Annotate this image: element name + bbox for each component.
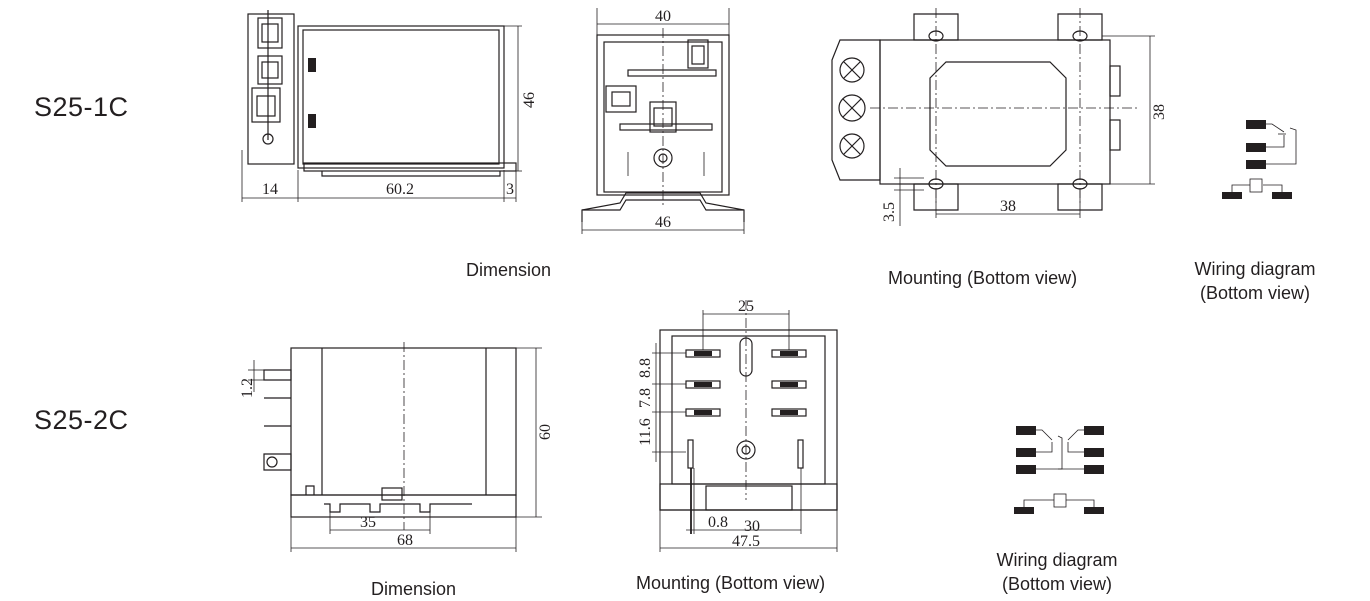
s25-1c-side-view: 46 14 60.2 3 (241, 10, 538, 202)
s25-2c-bottom-view: 25 8.8 7.8 11.6 0.8 30 47.5 (637, 298, 838, 552)
dimension-caption-2c: Dimension (371, 579, 457, 599)
s25-1c-front-dim-top: 40 (655, 8, 671, 25)
s25-2c-bottom-dim-total: 47.5 (732, 533, 760, 550)
s25-1c-front-dim-bottom: 46 (655, 214, 671, 231)
s25-1c-side-dim-length: 60.2 (386, 181, 414, 198)
s25-2c-bottom-dim-top: 25 (738, 298, 754, 315)
s25-1c-mounting-view: 38 38 3.5 (831, 8, 1168, 226)
model-label-s25-1c: S25-1C (34, 92, 129, 122)
s25-2c-bottom-dim-p3: 11.6 (637, 418, 654, 445)
s25-2c-bottom-dim-p2: 7.8 (637, 388, 654, 408)
s25-2c-side-dim-height: 60 (537, 424, 554, 440)
s25-1c-front-view: 40 46 (581, 8, 745, 234)
s25-2c-side-dim-inner: 35 (360, 514, 376, 531)
s25-2c-wiring-diagram (1014, 426, 1104, 514)
s25-1c-side-height: 46 (521, 92, 538, 108)
dimension-caption-1c: Dimension (466, 260, 552, 280)
s25-2c-side-dim-pin: 1.2 (239, 378, 256, 398)
wiring-caption-2c-line2: (Bottom view) (1001, 574, 1113, 594)
s25-2c-bottom-dim-p1: 8.8 (637, 358, 654, 378)
s25-2c-bottom-dim-pin-w: 0.8 (708, 514, 728, 531)
s25-1c-mount-dim-height: 38 (1151, 104, 1168, 120)
wiring-caption-1c-line1: Wiring diagram (1194, 259, 1316, 279)
s25-1c-side-dim-left: 14 (262, 181, 278, 198)
mounting-caption-1c: Mounting (Bottom view) (888, 268, 1078, 288)
s25-2c-side-dim-width: 68 (397, 532, 413, 549)
wiring-caption-2c: Wiring diagram (Bottom view) (982, 548, 1132, 596)
s25-1c-mount-dim-width: 38 (1000, 198, 1016, 215)
s25-1c-wiring-diagram (1222, 120, 1297, 199)
s25-2c-side-view: 1.2 60 35 68 (239, 342, 554, 552)
s25-1c-side-dim-right: 3 (506, 181, 514, 198)
s25-1c-mount-dim-offset: 3.5 (881, 202, 898, 222)
mounting-caption-2c: Mounting (Bottom view) (636, 573, 826, 593)
s25-2c-bottom-dim-span: 30 (744, 518, 760, 535)
wiring-caption-1c: Wiring diagram (Bottom view) (1180, 257, 1330, 305)
wiring-caption-2c-line1: Wiring diagram (996, 550, 1118, 570)
model-label-s25-2c: S25-2C (34, 405, 129, 435)
wiring-caption-1c-line2: (Bottom view) (1199, 283, 1311, 303)
